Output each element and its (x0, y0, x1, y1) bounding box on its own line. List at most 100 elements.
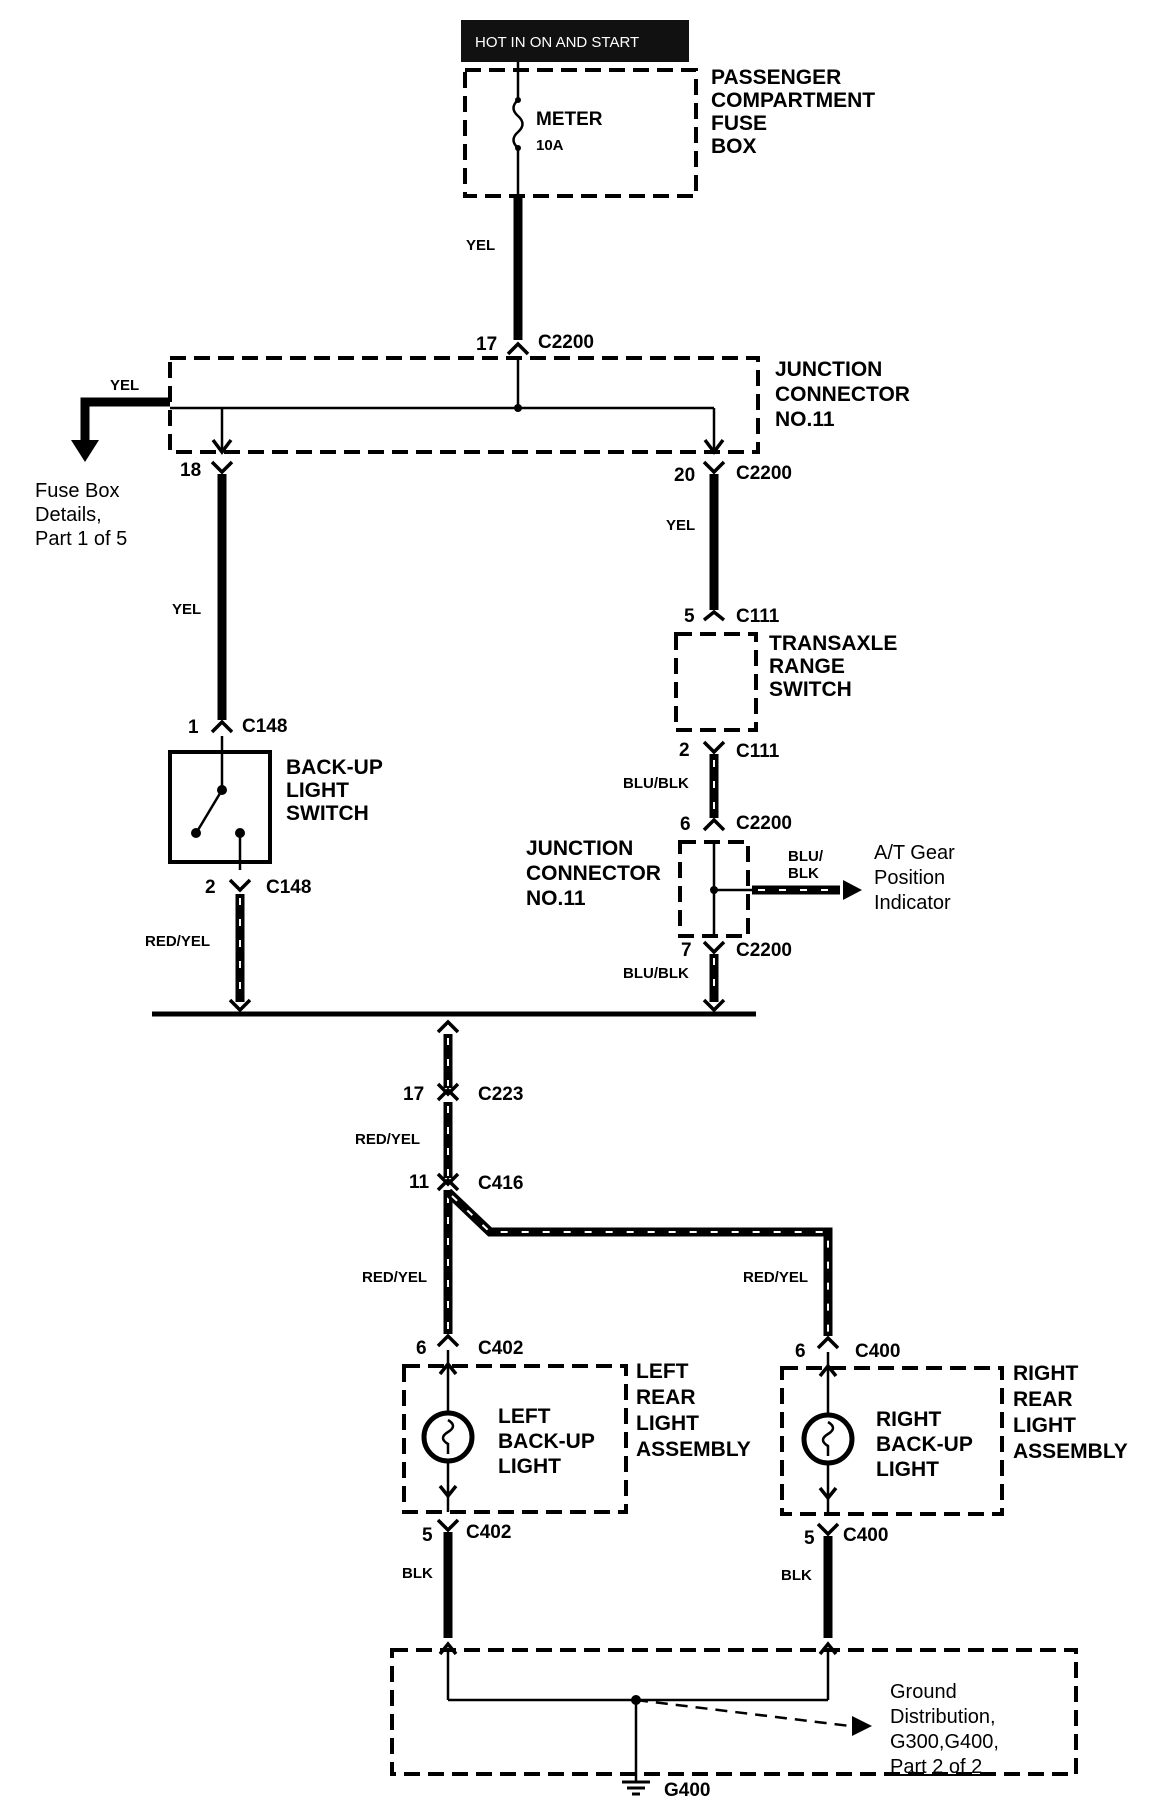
indicator-wire-label-1: BLU/ (788, 848, 824, 865)
right-assembly-label-4: ASSEMBLY (1013, 1440, 1128, 1463)
junction-mid-label-2: CONNECTOR (526, 862, 661, 885)
wire-left-ground-label: BLK (402, 1565, 433, 1582)
connector-c402-5 (436, 1518, 460, 1533)
conn-c111-in: C111 (736, 606, 780, 627)
indicator-arrow (843, 880, 862, 900)
wire-c416-right-label: RED/YEL (743, 1269, 808, 1286)
wire-switch-out-label: RED/YEL (145, 933, 210, 950)
wire-c416-left-label: RED/YEL (362, 1269, 427, 1286)
fuse-box-outline (463, 68, 698, 198)
conn-c2200-top: C2200 (538, 332, 594, 353)
pin-2-c148: 2 (205, 877, 216, 898)
junction-mid-label-1: JUNCTION (526, 837, 633, 860)
fuse-box-label-3: FUSE (711, 112, 767, 135)
right-assembly-label-1: RIGHT (1013, 1362, 1079, 1385)
connector-c111-5 (702, 609, 726, 622)
pin-5-c111: 5 (684, 606, 695, 627)
switch-blade-icon (196, 789, 224, 831)
fuse-ref-line-2: Details, (35, 504, 102, 526)
conn-c400-in: C400 (855, 1341, 900, 1362)
conn-c402-in: C402 (478, 1338, 523, 1359)
pin-6-c402: 6 (416, 1338, 427, 1359)
ground-ref-line-3: G300,G400, (890, 1731, 999, 1753)
junction-top-label-1: JUNCTION (775, 358, 882, 381)
backup-switch-label-3: SWITCH (286, 802, 369, 825)
wire-trs-out-label: BLU/BLK (623, 775, 689, 792)
pin-17: 17 (476, 334, 497, 355)
right-assembly-outline (780, 1366, 1004, 1516)
pin-6-c2200: 6 (680, 814, 691, 835)
fuse-name: METER (536, 109, 603, 130)
left-assembly-label-2: REAR (636, 1386, 696, 1409)
backup-switch-box (168, 750, 272, 864)
pin-17-c223: 17 (403, 1084, 424, 1105)
wire-bus-out-label: RED/YEL (355, 1131, 420, 1148)
conn-c148-out: C148 (266, 877, 311, 898)
connector-c148-2 (228, 878, 252, 893)
connector-c416 (436, 1177, 460, 1192)
pin-6-c400: 6 (795, 1341, 806, 1362)
left-assembly-outline (402, 1364, 628, 1514)
left-assembly-label-3: LIGHT (636, 1412, 699, 1435)
connector-c2200-20 (702, 460, 726, 475)
connector-c402-6 (436, 1333, 460, 1348)
ground-box-outline (390, 1648, 1078, 1776)
fuse-box-label-1: PASSENGER (711, 66, 841, 89)
connector-c2200-18 (210, 460, 234, 475)
connector-c111-2 (702, 740, 726, 755)
left-lamp-label-2: BACK-UP (498, 1430, 595, 1453)
hot-label: HOT IN ON AND START (475, 34, 639, 51)
fuse-ref-line-3: Part 1 of 5 (35, 528, 127, 550)
fuse-ref-line-1: Fuse Box (35, 480, 119, 502)
transaxle-label-1: TRANSAXLE (769, 632, 897, 655)
conn-c111-out: C111 (736, 741, 780, 762)
pin-7-c2200: 7 (681, 940, 692, 961)
pin-1-c148: 1 (188, 717, 199, 738)
indicator-ref-line-2: Position (874, 867, 945, 889)
conn-c402-out: C402 (466, 1522, 511, 1543)
connector-c2200-17 (506, 341, 530, 356)
connector-c223 (436, 1087, 460, 1102)
junction-top-label-2: CONNECTOR (775, 383, 910, 406)
wire-c416-right (444, 1188, 833, 1336)
fuse-box-label-4: BOX (711, 135, 757, 158)
ground-ref-line-2: Distribution, (890, 1706, 996, 1728)
left-assembly-label-1: LEFT (636, 1360, 689, 1383)
wire-fuse-out-label: YEL (466, 237, 495, 254)
connector-c2200-7 (702, 940, 726, 955)
ground-ref-arrow (852, 1716, 872, 1736)
junction-top-outline (168, 356, 760, 454)
pin-11-c416: 11 (409, 1172, 430, 1193)
backup-switch-label-2: LIGHT (286, 779, 349, 802)
ground-ref-line-1: Ground (890, 1681, 957, 1703)
backup-switch-label-1: BACK-UP (286, 756, 383, 779)
fuse-icon (512, 99, 524, 149)
right-assembly-label-3: LIGHT (1013, 1414, 1076, 1437)
right-lamp-label-1: RIGHT (876, 1408, 942, 1431)
conn-c2200-mid-in: C2200 (736, 813, 792, 834)
conn-c400-out: C400 (843, 1525, 888, 1546)
wire-right-ground-label: BLK (781, 1567, 812, 1584)
connector-c400-6 (816, 1335, 840, 1350)
connector-c400-5 (816, 1522, 840, 1537)
transaxle-label-2: RANGE (769, 655, 845, 678)
left-bulb-icon (421, 1410, 475, 1464)
hot-label-box (461, 20, 689, 62)
ground-symbol-icon (622, 1780, 650, 1796)
conn-c416: C416 (478, 1173, 523, 1194)
fuse-rating: 10A (536, 137, 564, 154)
transaxle-label-3: SWITCH (769, 678, 852, 701)
connector-c2200-6 (702, 817, 726, 832)
right-assembly-label-2: REAR (1013, 1388, 1073, 1411)
ground-name: G400 (664, 1780, 710, 1798)
junction-top-label-3: NO.11 (775, 408, 835, 431)
indicator-ref-line-3: Indicator (874, 892, 951, 914)
transaxle-switch-outline (674, 632, 758, 732)
right-lamp-label-3: LIGHT (876, 1458, 939, 1481)
indicator-wire-label-2: BLK (788, 865, 819, 882)
conn-c2200-right: C2200 (736, 463, 792, 484)
pin-2-c111: 2 (679, 740, 690, 761)
right-bulb-icon (801, 1412, 855, 1466)
fuse-ref-arrow (71, 440, 99, 462)
left-lamp-label-1: LEFT (498, 1405, 551, 1428)
